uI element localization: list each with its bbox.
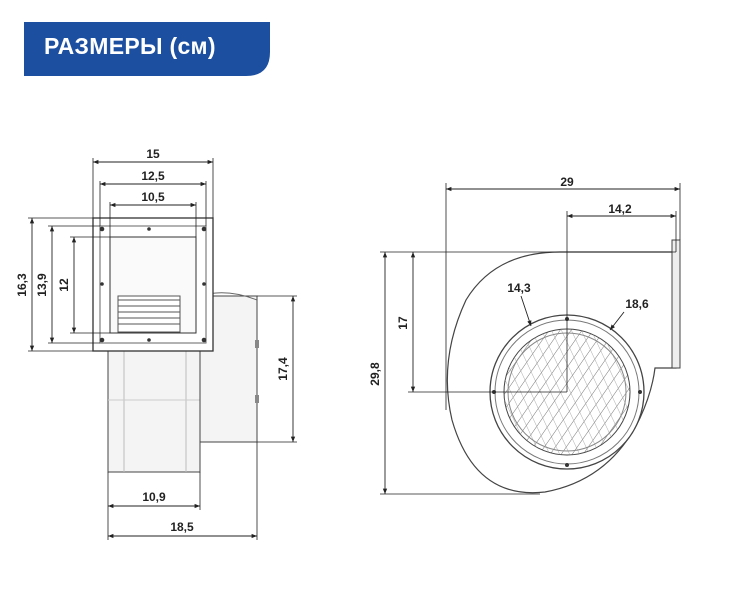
dim-front-height-frame: 13,9 [35, 273, 49, 297]
page-title: РАЗМЕРЫ (см) [44, 33, 216, 59]
dim-front-width-body: 10,9 [142, 490, 166, 504]
front-screws [99, 226, 207, 343]
front-view [28, 158, 297, 540]
side-outlet-flange [671, 239, 681, 369]
dim-front-height-body: 17,4 [276, 357, 290, 381]
dim-front-height-opening: 12 [57, 278, 71, 292]
dim-side-diameter-outer: 18,6 [625, 297, 649, 311]
dim-front-width-overall: 15 [146, 147, 160, 161]
dim-side-width-to-axis: 14,2 [608, 202, 632, 216]
dim-side-height-overall: 29,8 [368, 362, 382, 386]
title-badge-background [24, 22, 270, 76]
dim-side-height-to-axis: 17 [396, 316, 410, 330]
front-lower-housing [107, 347, 201, 473]
dim-front-width-opening: 10,5 [141, 190, 165, 204]
front-fan-blades [117, 295, 181, 333]
dim-front-height-overall: 16,3 [15, 273, 29, 297]
dim-front-width-total: 18,5 [170, 520, 194, 534]
side-view [380, 183, 681, 495]
title-badge: РАЗМЕРЫ (см) [0, 22, 270, 76]
dim-side-width-overall: 29 [560, 175, 574, 189]
dim-front-width-frame: 12,5 [141, 169, 165, 183]
dim-side-diameter-inner: 14,3 [507, 281, 531, 295]
